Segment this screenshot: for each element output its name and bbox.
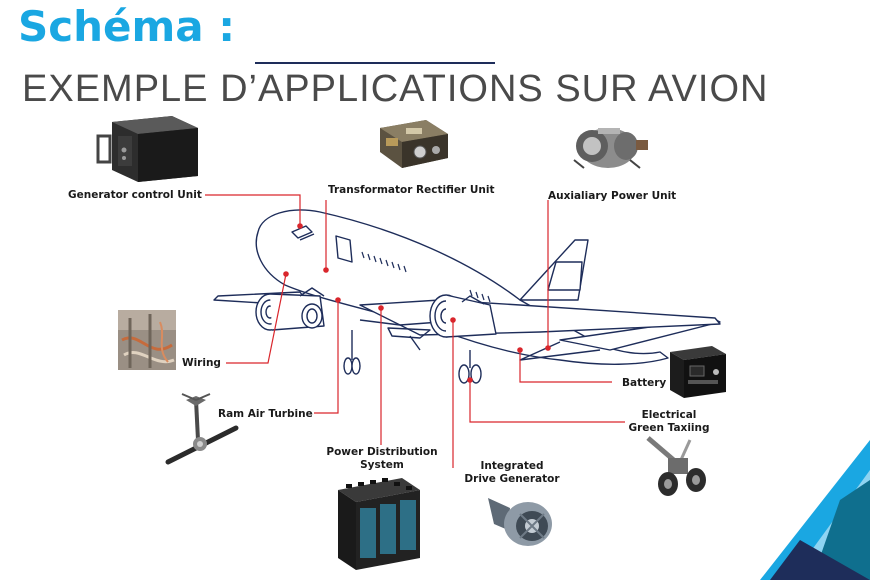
- landing-gear-icon: [646, 436, 706, 496]
- aircraft-outline: [213, 209, 721, 384]
- label-pds-line2: System: [360, 459, 404, 471]
- page-subtitle: EXEMPLE D’APPLICATIONS SUR AVION: [22, 68, 769, 110]
- label-idg-line2: Drive Generator: [464, 473, 560, 485]
- label-ram-air-turbine: Ram Air Turbine: [218, 408, 313, 420]
- label-egt-line1: Electrical: [641, 409, 697, 421]
- page-title: Schéma :: [18, 2, 236, 51]
- leader-gcu: [205, 194, 301, 226]
- generator-control-box-icon: [96, 116, 198, 182]
- label-transformator-rectifier-unit: Transformator Rectifier Unit: [328, 184, 495, 196]
- label-auxiliary-power-unit: Auxialiary Power Unit: [548, 190, 677, 202]
- leader-rat: [314, 300, 339, 414]
- label-egt-line2: Green Taxiing: [628, 422, 710, 434]
- label-integrated-drive-generator: Integrated Drive Generator: [462, 460, 562, 486]
- corner-accent: [760, 440, 870, 580]
- leader-dots: [283, 223, 551, 383]
- title-underline: [255, 62, 495, 64]
- label-power-distribution-system: Power Distribution System: [326, 446, 438, 472]
- apu-engine-icon: [573, 128, 648, 169]
- rectifier-unit-icon: [380, 120, 448, 168]
- label-pds-line1: Power Distribution: [326, 446, 438, 458]
- label-electrical-green-taxiing: Electrical Green Taxiing: [622, 409, 716, 435]
- label-battery: Battery: [622, 377, 667, 389]
- battery-icon: [670, 346, 726, 398]
- leader-egt: [469, 380, 625, 423]
- label-generator-control-unit: Generator control Unit: [68, 189, 202, 201]
- leader-lines: [205, 194, 625, 468]
- drive-generator-icon: [488, 498, 552, 546]
- label-wiring: Wiring: [182, 357, 221, 369]
- leader-wiring: [226, 273, 287, 364]
- leader-battery: [519, 350, 612, 383]
- label-idg-line1: Integrated: [480, 460, 544, 472]
- wiring-photo-icon: [118, 310, 176, 370]
- ram-air-turbine-icon: [165, 393, 239, 465]
- power-cabinet-icon: [338, 478, 420, 570]
